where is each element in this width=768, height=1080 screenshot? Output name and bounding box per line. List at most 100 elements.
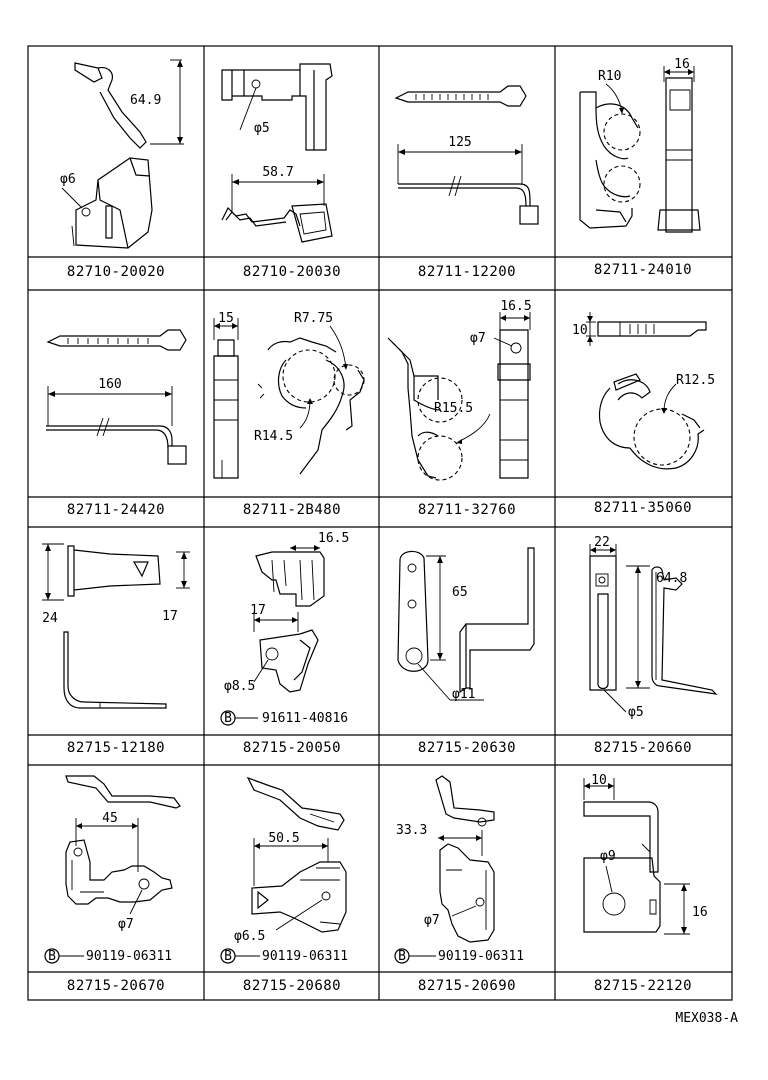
- dimension-64-8: 64.8: [626, 565, 687, 689]
- dim-label: 15: [218, 311, 234, 326]
- dimension-10: 10: [583, 773, 615, 800]
- bolt-reference: B 91611-40816: [220, 710, 348, 726]
- part-number: 82711-12200: [418, 264, 516, 280]
- bracket-drawing: [63, 545, 167, 709]
- bolt-reference: B 90119-06311: [394, 948, 524, 964]
- double-clamp-drawing: [213, 337, 365, 479]
- part-number: 82715-22120: [594, 978, 692, 994]
- dimension-17: 17: [162, 551, 190, 624]
- part-number: 82711-2B480: [243, 502, 341, 518]
- dimension-phi-7: φ7: [424, 905, 477, 928]
- dimension-phi-7: φ7: [470, 331, 513, 347]
- part-number: 82715-20630: [418, 740, 516, 756]
- dim-label: 10: [572, 323, 588, 338]
- bracket-drawing: [255, 551, 325, 693]
- grid-lines: [27, 45, 733, 1001]
- part-cell-82711-12200: 125 82711-12200: [394, 85, 539, 280]
- bracket-drawing: [65, 775, 181, 905]
- dimension-22: 22: [589, 535, 617, 556]
- dim-label: 16.5: [318, 531, 349, 546]
- dimension-58-7: 58.7: [231, 165, 325, 212]
- dim-label: R10: [598, 69, 621, 84]
- dimension-phi-8-5: φ8.5: [224, 659, 269, 694]
- part-number: 82715-12180: [67, 740, 165, 756]
- dim-label: φ7: [118, 917, 134, 932]
- bolt-reference: B 90119-06311: [44, 948, 172, 964]
- dim-label: 24: [42, 611, 58, 626]
- dimension-16: 16: [664, 883, 708, 935]
- dim-label: 58.7: [262, 165, 293, 180]
- bracket-drawing: [583, 801, 661, 933]
- dimension-r12-5: R12.5: [661, 373, 715, 414]
- dimension-10: 10: [572, 312, 596, 346]
- dimension-125: 125: [397, 135, 523, 184]
- cable-tie-drawing: [46, 329, 187, 465]
- part-number: 82711-35060: [594, 500, 692, 516]
- bracket-drawing: [246, 776, 347, 933]
- clamp-drawing: [597, 321, 707, 470]
- cable-tie-drawing: [394, 85, 539, 225]
- dimension-phi-6: φ6: [60, 172, 83, 209]
- dim-label: φ9: [600, 849, 616, 864]
- dimension-r14-5: R14.5: [254, 398, 313, 444]
- part-number: 82710-20020: [67, 264, 165, 280]
- dim-label: 22: [594, 535, 610, 550]
- clamp-drawing: [71, 62, 153, 249]
- dimension-45: 45: [75, 811, 139, 872]
- dimension-phi-6-5: φ6.5: [234, 899, 323, 944]
- dimension-33-3: 33.3: [396, 823, 483, 856]
- bolt-ref-number: 90119-06311: [86, 949, 172, 964]
- dimension-17: 17: [250, 603, 299, 632]
- part-cell-82715-20050: 16.5 17 φ8.5 B 91611-40816 82715-20050: [220, 531, 349, 756]
- part-cell-82715-20660: 22 64.8 φ5 82715-20660: [589, 535, 718, 756]
- bolt-marker: B: [224, 949, 232, 964]
- dim-label: φ7: [424, 913, 440, 928]
- part-number: 82715-20680: [243, 978, 341, 994]
- dim-label: φ6: [60, 172, 76, 187]
- dimension-phi-5: φ5: [239, 87, 270, 136]
- dim-label: φ5: [628, 705, 644, 720]
- dim-label: φ8.5: [224, 679, 255, 694]
- bolt-ref-number: 91611-40816: [262, 711, 348, 726]
- dim-label: R14.5: [254, 429, 293, 444]
- part-cell-82715-22120: 10 φ9 16 82715-22120: [583, 773, 708, 994]
- dim-label: φ5: [254, 121, 270, 136]
- part-cell-82715-20680: 50.5 φ6.5 B 90119-06311 82715-20680: [220, 776, 348, 994]
- part-number: 82711-24010: [594, 262, 692, 278]
- dimension-16: 16: [663, 57, 695, 82]
- dim-label: R7.75: [294, 311, 333, 326]
- dim-label: 16: [692, 905, 708, 920]
- bracket-drawing: [589, 555, 718, 695]
- part-number: 82711-24420: [67, 502, 165, 518]
- dim-label: 16: [674, 57, 690, 72]
- part-cell-82710-20030: φ5 58.7 82710-20030: [221, 63, 341, 280]
- dimension-phi-11: φ11: [417, 663, 484, 702]
- part-cell-82711-24420: 160 82711-24420: [46, 329, 187, 518]
- part-cell-82715-20630: 65 φ11 82715-20630: [397, 547, 535, 756]
- bracket-drawing: [397, 547, 535, 694]
- part-cell-82715-20690: 33.3 φ7 B 90119-06311 82715-20690: [394, 775, 524, 994]
- dimension-15: 15: [213, 311, 239, 340]
- bolt-marker: B: [224, 711, 232, 726]
- dimension-r7-75: R7.75: [294, 311, 348, 370]
- bracket-drawing: [435, 775, 495, 943]
- part-cell-82711-2B480: 15 R7.75 R14.5 82711-2B480: [213, 311, 365, 518]
- dimension-phi-5: φ5: [603, 689, 644, 720]
- clip-drawing: [221, 63, 333, 243]
- part-number: 82715-20050: [243, 740, 341, 756]
- dim-label: 64.9: [130, 93, 161, 108]
- diagram-code: MEX038-A: [675, 1011, 738, 1026]
- part-number: 82711-32760: [418, 502, 516, 518]
- dimension-65: 65: [426, 555, 468, 661]
- dim-label: 65: [452, 585, 468, 600]
- part-number: 82715-20660: [594, 740, 692, 756]
- dim-label: φ11: [452, 687, 475, 702]
- part-number: 82715-20690: [418, 978, 516, 994]
- part-cell-82711-24010: R10 16 82711-24010: [579, 57, 701, 278]
- dimension-50-5: 50.5: [253, 831, 329, 886]
- bolt-ref-number: 90119-06311: [262, 949, 348, 964]
- dim-label: φ6.5: [234, 929, 265, 944]
- dim-label: 50.5: [268, 831, 299, 846]
- dimension-64-9: 64.9: [130, 59, 184, 145]
